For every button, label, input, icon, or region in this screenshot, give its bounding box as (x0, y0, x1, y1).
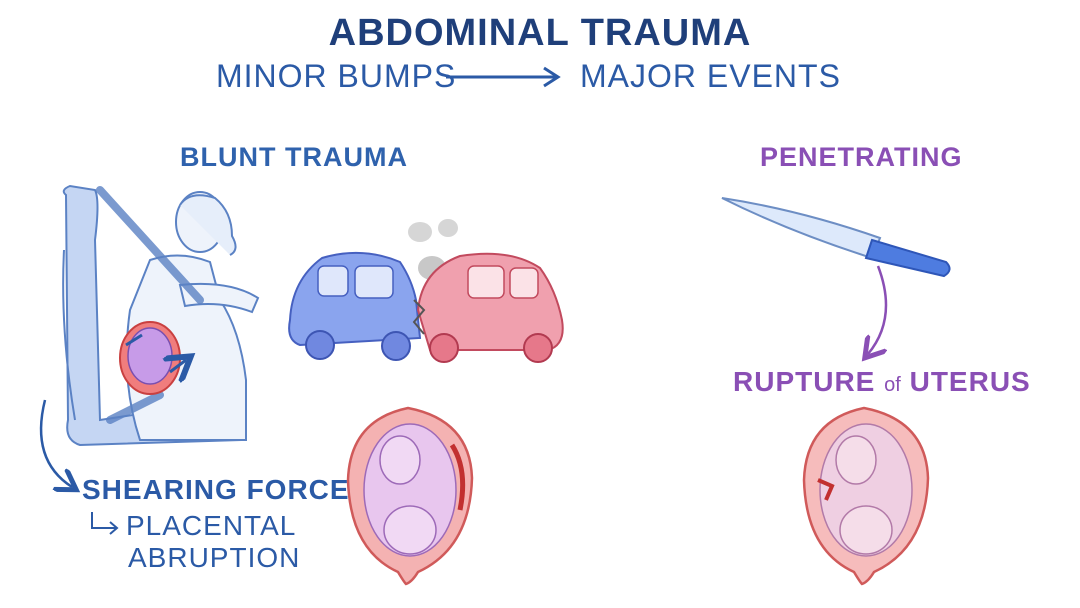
rupture-of-word: of (884, 374, 901, 396)
shearing-forces-label: SHEARING FORCES (82, 474, 370, 505)
abruption-label: ABRUPTION (128, 542, 301, 573)
page-title: ABDOMINAL TRAUMA (328, 12, 752, 54)
arrow-right-icon (446, 66, 561, 88)
blunt-trauma-heading: BLUNT TRAUMA (180, 142, 408, 172)
hook-arrow-icon (91, 512, 119, 535)
seatbelt-woman-icon (62, 184, 260, 447)
rupture-label: RUPTURE of UTERUS (733, 366, 1031, 398)
rupture-uterus-word: UTERUS (909, 366, 1031, 397)
subtitle-major: MAJOR EVENTS (580, 58, 841, 94)
penetrating-heading: PENETRATING (760, 142, 963, 172)
uterus-fetus-icon (346, 406, 474, 586)
knife-icon (721, 197, 951, 278)
rupture-word: RUPTURE (733, 366, 876, 397)
curved-arrow-icon (39, 399, 72, 487)
uterus-fetus-icon (802, 406, 930, 586)
subtitle-minor: MINOR BUMPS (216, 58, 457, 94)
curved-arrow-icon (868, 265, 888, 354)
placental-label: PLACENTAL (126, 510, 297, 541)
car-crash-icon (288, 219, 564, 363)
